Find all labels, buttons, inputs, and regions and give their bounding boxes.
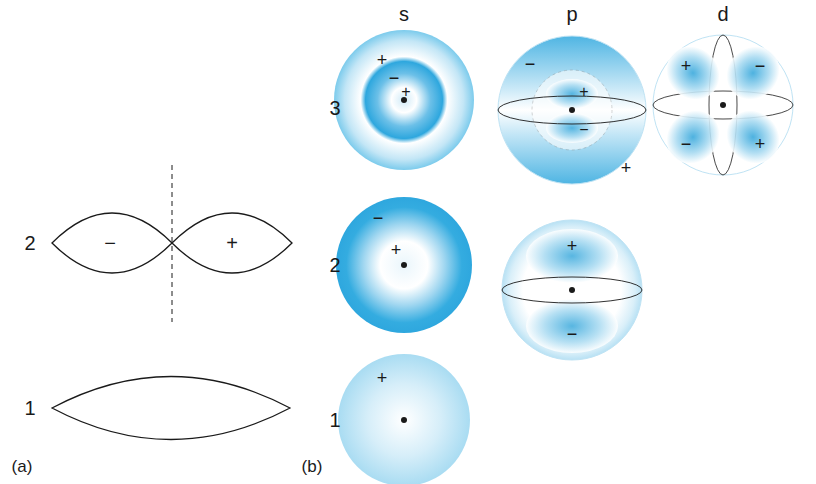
shell-number: 2: [329, 255, 340, 275]
phase-sign: +: [401, 84, 410, 100]
panel-label: (a): [12, 458, 33, 475]
shell-number: 1: [329, 410, 340, 430]
mode-number: 2: [24, 233, 35, 253]
phase-sign: +: [226, 233, 238, 253]
phase-sign: −: [755, 57, 766, 75]
phase-sign: +: [681, 57, 692, 75]
mode-number: 1: [24, 398, 35, 418]
phase-sign: +: [377, 369, 388, 387]
phase-sign: −: [104, 233, 116, 253]
phase-sign: +: [391, 241, 402, 259]
column-heading: s: [399, 4, 409, 24]
shell-number: 3: [329, 98, 340, 118]
phase-sign: −: [579, 122, 588, 138]
phase-sign: +: [377, 51, 388, 69]
phase-sign: +: [567, 237, 578, 255]
phase-sign: −: [373, 209, 384, 227]
column-heading: d: [717, 4, 728, 24]
phase-sign: +: [755, 135, 766, 153]
panel-label: (b): [302, 458, 323, 475]
column-heading: p: [566, 4, 577, 24]
phase-sign: +: [621, 159, 632, 177]
phase-sign: +: [579, 84, 588, 100]
phase-sign: −: [389, 69, 400, 87]
phase-sign: −: [681, 135, 692, 153]
phase-sign: −: [525, 55, 536, 73]
phase-sign: −: [567, 325, 578, 343]
